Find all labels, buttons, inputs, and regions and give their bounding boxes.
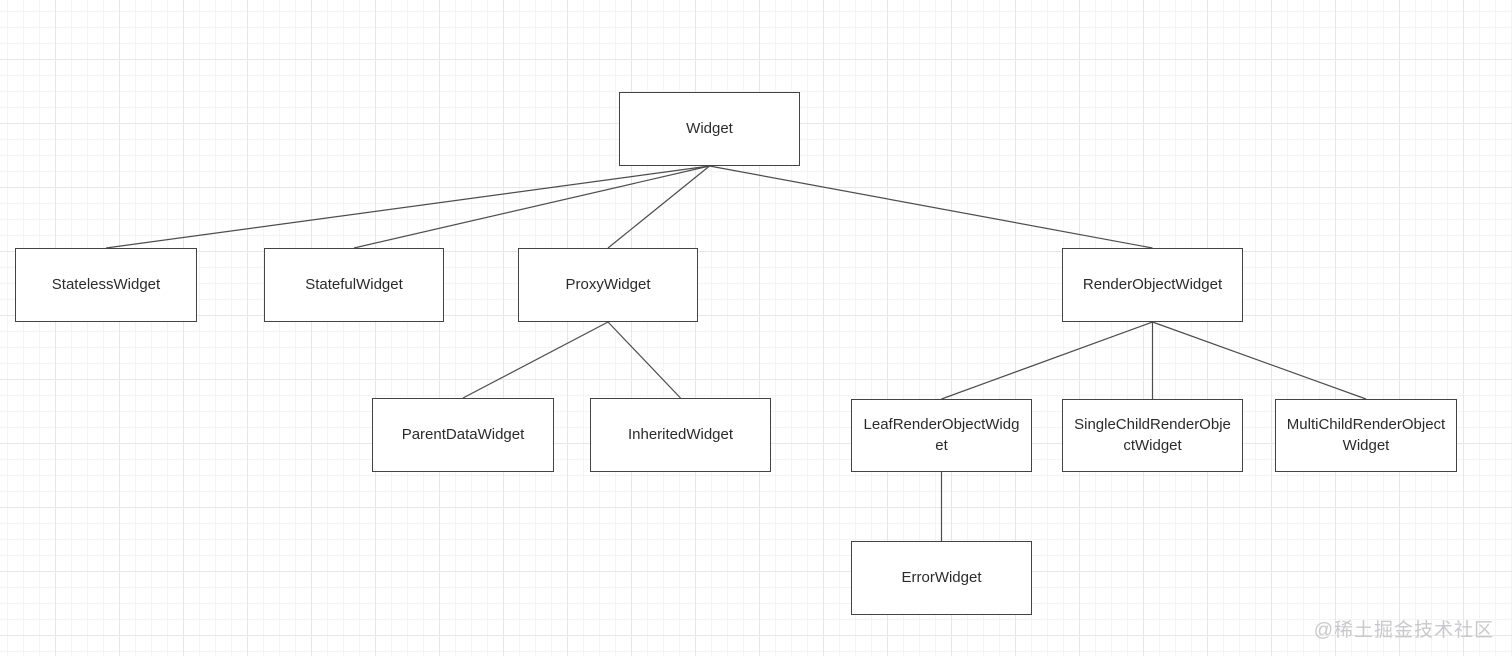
node-label: ErrorWidget: [901, 568, 982, 586]
node-stateful-widget: StatefulWidget: [264, 248, 444, 322]
node-label: StatefulWidget: [305, 275, 403, 293]
node-label: SingleChildRenderObjectWidget: [1074, 416, 1231, 454]
node-label: StatelessWidget: [51, 275, 161, 293]
node-label: ProxyWidget: [565, 275, 651, 293]
node-label: InheritedWidget: [627, 425, 734, 443]
watermark: @稀土掘金技术社区: [1313, 620, 1494, 641]
node-label: LeafRenderObjectWidget: [863, 416, 1020, 454]
node-widget: Widget: [619, 92, 800, 166]
node-single-child-render-object-widget: SingleChildRenderObjectWidget: [1062, 399, 1243, 472]
node-multi-child-render-object-widget: MultiChildRenderObjectWidget: [1275, 399, 1457, 472]
node-label: Widget: [686, 119, 733, 137]
node-render-object-widget: RenderObjectWidget: [1062, 248, 1243, 322]
node-proxy-widget: ProxyWidget: [518, 248, 698, 322]
node-label: ParentDataWidget: [401, 425, 525, 443]
node-stateless-widget: StatelessWidget: [15, 248, 197, 322]
node-parent-data-widget: ParentDataWidget: [372, 398, 554, 472]
node-inherited-widget: InheritedWidget: [590, 398, 771, 472]
node-label: MultiChildRenderObjectWidget: [1286, 416, 1446, 454]
node-leaf-render-object-widget: LeafRenderObjectWidget: [851, 399, 1032, 472]
node-error-widget: ErrorWidget: [851, 541, 1032, 615]
node-label: RenderObjectWidget: [1082, 275, 1223, 293]
